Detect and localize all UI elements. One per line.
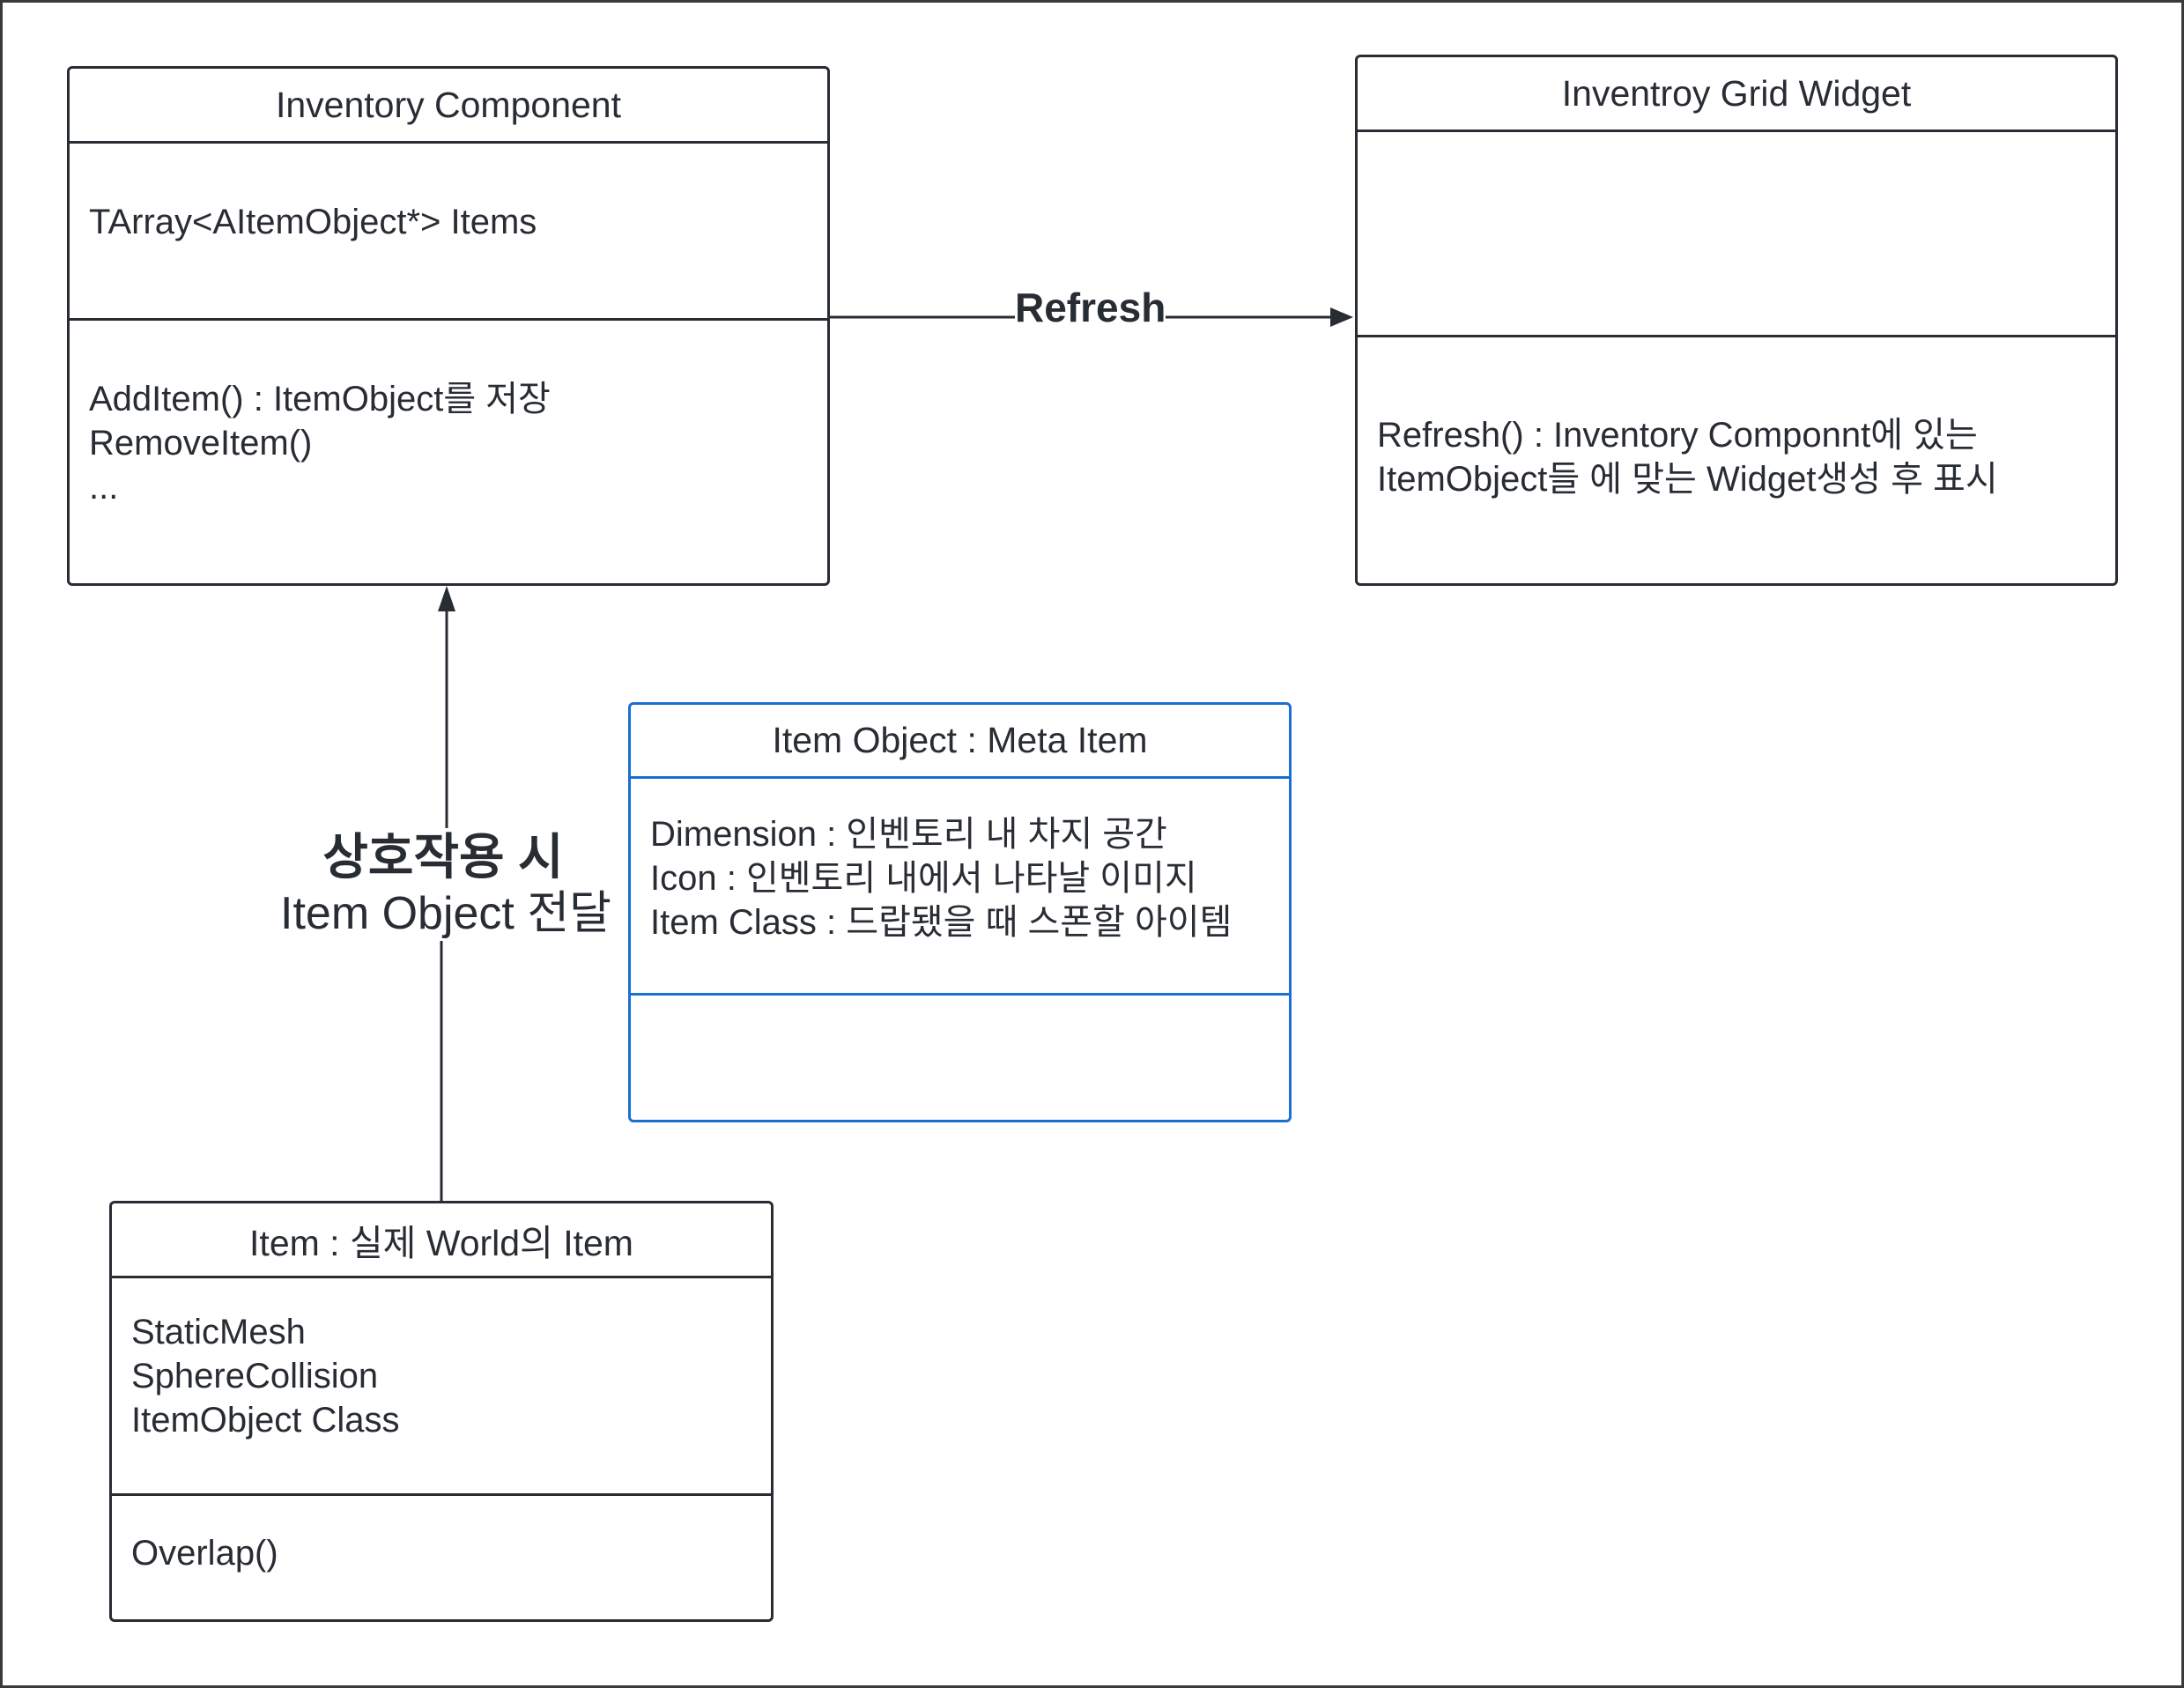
class-title: Item : 실제 World의 Item (249, 1223, 633, 1263)
interaction-label: 상호작용 시 Item Object 전달 (280, 828, 611, 941)
refresh-arrowhead (1330, 307, 1353, 327)
refresh-label: Refresh (1015, 284, 1166, 331)
class-title: Inventory Component (275, 84, 621, 125)
methods-section (631, 993, 1289, 1120)
attributes-section: StaticMesh SphereCollision ItemObject Cl… (112, 1276, 771, 1496)
inventory-component-class[interactable]: Inventory Component TArray<AItemObject*>… (67, 66, 830, 586)
class-title: Item Object : Meta Item (772, 720, 1148, 760)
item-class[interactable]: Item : 실제 World의 Item StaticMesh SphereC… (109, 1201, 774, 1622)
method-refresh: Refresh() : Inventory Componnt에 있는 (1377, 416, 1978, 455)
attribute-spherecollision: SphereCollision (131, 1357, 379, 1396)
method-refresh-cont: ItemObject들 에 맞는 Widget생성 후 표시 (1377, 460, 1998, 499)
attribute-staticmesh: StaticMesh (131, 1313, 306, 1351)
attribute-items: TArray<AItemObject*> Items (89, 203, 537, 241)
attribute-item-class: Item Class : 드랍됐을 때 스폰할 아이템 (650, 903, 1233, 942)
class-title: Inventroy Grid Widget (1561, 72, 1912, 114)
methods-section: AddItem() : ItemObject를 저장 RemoveItem() … (70, 318, 827, 583)
inventory-grid-widget-class[interactable]: Inventroy Grid Widget Refresh() : Invent… (1355, 55, 2118, 586)
attribute-itemobject-class: ItemObject Class (131, 1401, 400, 1440)
interaction-label-bold: 상호작용 시 (322, 829, 564, 885)
interaction-label-text: Item Object 전달 (280, 888, 611, 939)
item-object-class[interactable]: Item Object : Meta Item Dimension : 인벤토리… (628, 702, 1292, 1122)
attributes-section (1358, 130, 2115, 337)
attributes-section: Dimension : 인벤토리 내 차지 공간 Icon : 인벤토리 내에서… (631, 776, 1289, 996)
attribute-icon: Icon : 인벤토리 내에서 나타날 이미지 (650, 859, 1197, 898)
method-additem: AddItem() : ItemObject를 저장 (89, 380, 551, 418)
methods-section: Refresh() : Inventory Componnt에 있는 ItemO… (1358, 335, 2115, 583)
interaction-arrowhead (438, 586, 455, 611)
method-removeitem: RemoveItem() (89, 424, 313, 463)
method-overlap: Overlap() (131, 1534, 278, 1573)
method-ellipsis: ... (89, 468, 119, 507)
attributes-section: TArray<AItemObject*> Items (70, 141, 827, 321)
methods-section: Overlap() (112, 1493, 771, 1619)
attribute-dimension: Dimension : 인벤토리 내 차지 공간 (650, 815, 1167, 854)
